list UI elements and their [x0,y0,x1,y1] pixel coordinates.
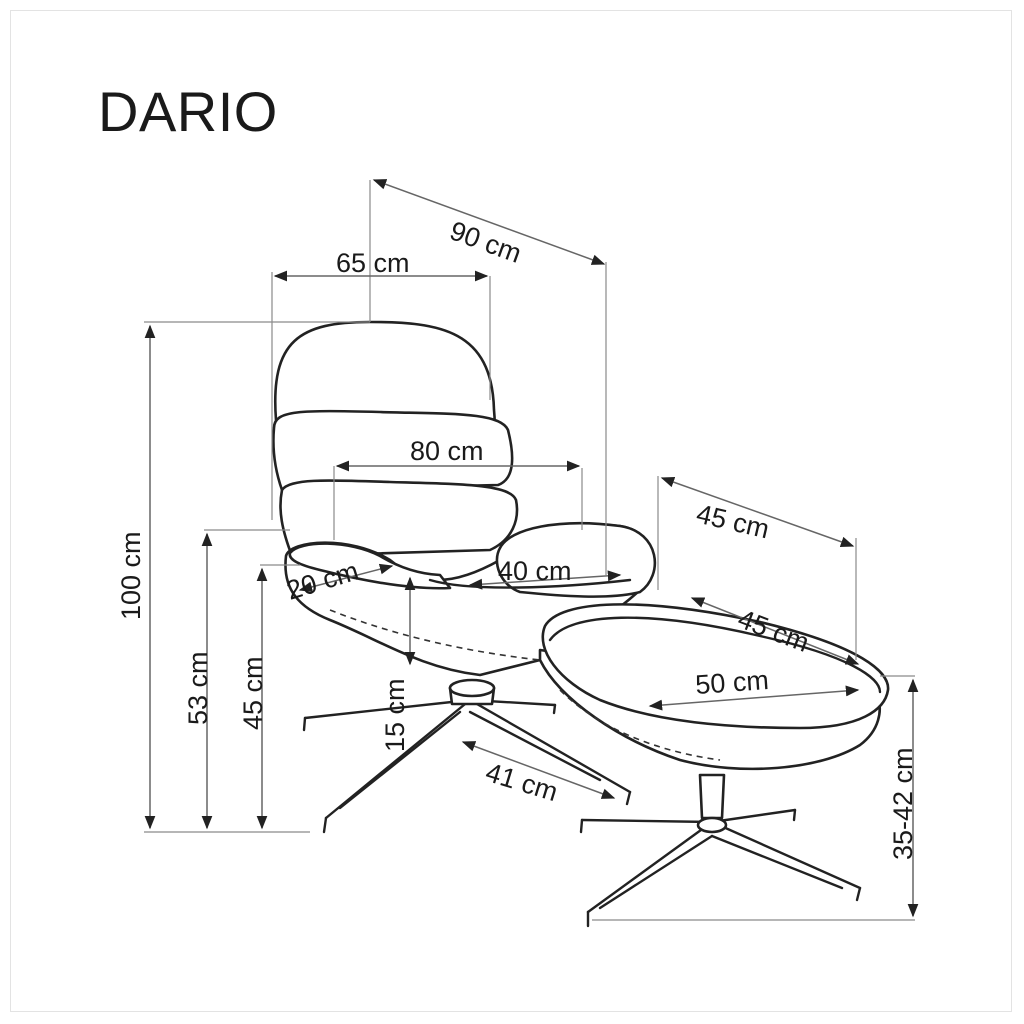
label-40cm: 40 cm [498,556,572,586]
label-50cm: 50 cm [694,665,769,700]
label-90cm: 90 cm [446,215,525,268]
product-title: DARIO [98,80,278,143]
label-15cm: 15 cm [380,678,410,752]
label-80cm: 80 cm [410,436,484,466]
ottoman-star-base [579,773,862,928]
image-frame [10,10,1012,1012]
dimension-lines [144,179,919,921]
label-65cm: 65 cm [336,248,410,278]
label-35-42cm: 35-42 cm [888,747,918,860]
label-100cm: 100 cm [116,531,146,620]
ottoman [538,603,890,928]
label-45cm-ottoman: 45 cm [694,499,772,545]
label-53cm: 53 cm [183,651,213,725]
label-45cm-seat: 45 cm [238,656,268,730]
